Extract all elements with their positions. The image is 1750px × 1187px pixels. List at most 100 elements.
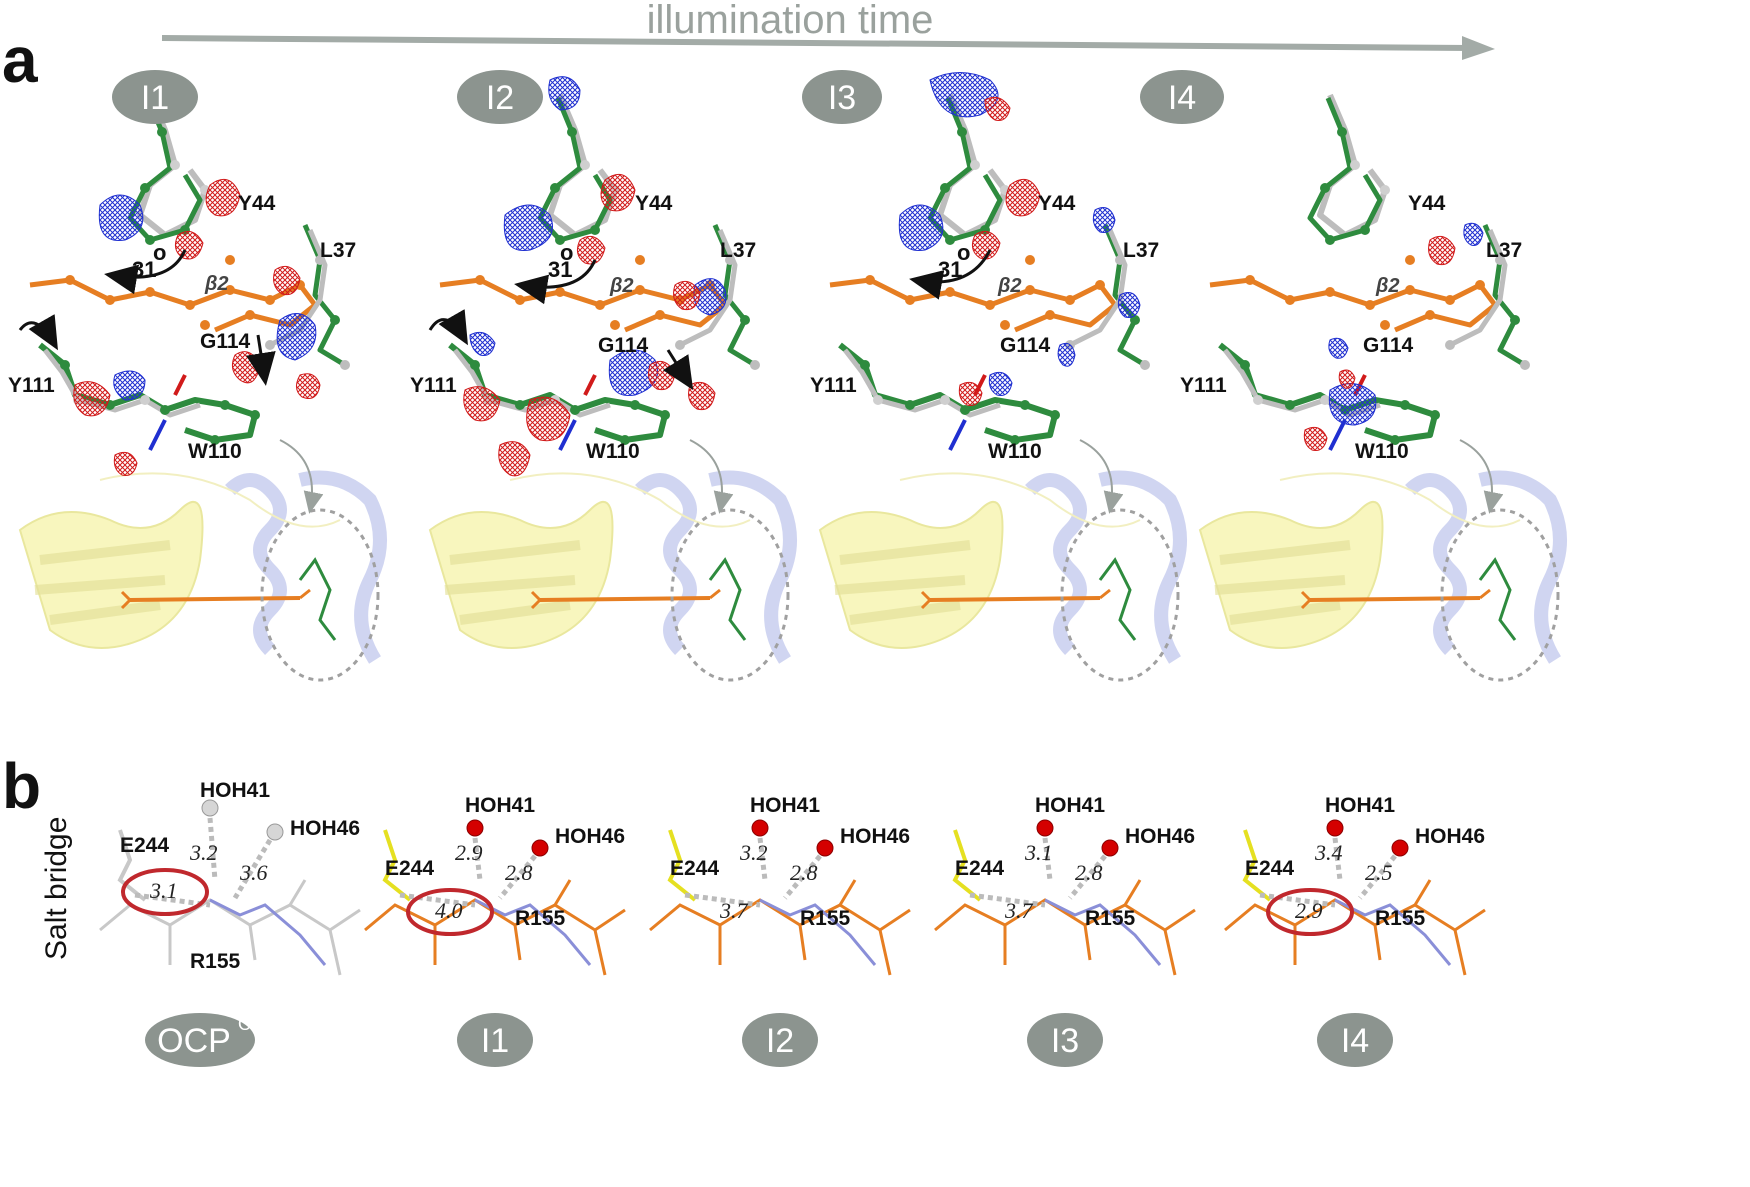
r155-label: R155 [190, 950, 241, 973]
residue-label-y111: Y111 [1180, 374, 1227, 397]
hoh46-label: HOH46 [1415, 825, 1485, 848]
state-pill-superscript: O [238, 1014, 252, 1034]
salt-bridge-highlight-circle [1266, 888, 1354, 936]
distance-salt-bridge: 2.9 [1295, 898, 1323, 923]
hoh41-label: HOH41 [1035, 794, 1105, 817]
e244-label: E244 [1245, 857, 1294, 880]
panel-b-letter: b [2, 750, 41, 822]
panel-a-column-i1: I1 Y44 L37 G114 Y111 W110 β2 31 o [8, 70, 380, 680]
distance-hoh46: 2.8 [505, 860, 533, 885]
degree-symbol: o [153, 240, 166, 265]
illumination-time-label: illumination time [647, 0, 934, 42]
degree-symbol: o [957, 240, 970, 265]
state-pill [457, 70, 543, 124]
distance-hoh41: 3.2 [739, 840, 768, 865]
residue-label-l37: L37 [1486, 239, 1522, 262]
distance-salt-bridge: 3.7 [1004, 898, 1034, 923]
hoh41-label: HOH41 [1325, 794, 1395, 817]
rotation-angle-label: 31 [938, 257, 962, 282]
state-pill [1317, 1013, 1393, 1067]
state-pill-label: I3 [1051, 1022, 1079, 1060]
residue-label-w110: W110 [188, 440, 242, 463]
state-pill-label: I4 [1341, 1022, 1369, 1060]
residue-label-g114: G114 [200, 330, 251, 353]
distance-hoh46: 2.8 [790, 860, 818, 885]
hoh46-label: HOH46 [555, 825, 625, 848]
panel-a-letter: a [2, 24, 38, 96]
residue-label-l37: L37 [320, 239, 356, 262]
residue-label-w110: W110 [988, 440, 1042, 463]
state-pill-label: I1 [141, 79, 169, 117]
distance-hoh46: 3.6 [239, 860, 268, 885]
residue-label-w110: W110 [586, 440, 640, 463]
r155-label: R155 [1085, 907, 1136, 930]
state-pill [742, 1013, 818, 1067]
residue-label-g114: G114 [1363, 334, 1414, 357]
state-pill [1027, 1013, 1103, 1067]
rotation-angle-label: 31 [132, 257, 156, 282]
hoh46-label: HOH46 [840, 825, 910, 848]
residue-label-y44: Y44 [1408, 192, 1446, 215]
distance-salt-bridge: 4.0 [435, 898, 463, 923]
panel-a-column-i2: I2 Y44 L37 G114 Y111 W110 β2 31 o [410, 70, 790, 680]
hoh46-label: HOH46 [290, 817, 360, 840]
state-pill [112, 70, 198, 124]
panel-a-column-i3: I3 Y44 L37 G114 Y111 W110 β2 31 o [802, 70, 1180, 680]
distance-salt-bridge: 3.1 [149, 878, 178, 903]
residue-label-g114: G114 [598, 334, 649, 357]
state-pill-label: I2 [486, 79, 514, 117]
e244-label: E244 [385, 857, 434, 880]
residue-label-y111: Y111 [810, 374, 857, 397]
residue-label-y44: Y44 [1038, 192, 1076, 215]
beta2-label: β2 [204, 273, 229, 295]
distance-hoh41: 2.9 [455, 840, 483, 865]
state-pill-label: I4 [1168, 79, 1196, 117]
panel-a-column-i4: I4 Y44 L37 G114 Y111 W110 β2 [1140, 70, 1560, 680]
r155-label: R155 [800, 907, 851, 930]
hoh46-label: HOH46 [1125, 825, 1195, 848]
distance-hoh46: 2.5 [1365, 860, 1393, 885]
state-pill [145, 1013, 255, 1067]
e244-label: E244 [670, 857, 719, 880]
beta2-label: β2 [997, 275, 1022, 297]
state-pill-label: I3 [828, 79, 856, 117]
degree-symbol: o [560, 240, 573, 265]
rotation-angle-label: 31 [548, 257, 572, 282]
distance-hoh41: 3.4 [1314, 840, 1343, 865]
state-pill [1140, 70, 1224, 124]
state-pill-label: I2 [766, 1022, 794, 1060]
state-pill-label: I1 [481, 1022, 509, 1060]
distance-hoh41: 3.2 [189, 840, 218, 865]
beta2-label: β2 [609, 275, 634, 297]
state-pill [457, 1013, 533, 1067]
residue-label-y44: Y44 [238, 192, 276, 215]
residue-label-l37: L37 [1123, 239, 1159, 262]
hoh41-label: HOH41 [465, 794, 535, 817]
distance-hoh46: 2.8 [1075, 860, 1103, 885]
residue-label-w110: W110 [1355, 440, 1409, 463]
beta2-label: β2 [1375, 275, 1400, 297]
state-pill [802, 70, 882, 124]
residue-label-g114: G114 [1000, 334, 1051, 357]
distance-hoh41: 3.1 [1024, 840, 1053, 865]
salt-bridge-axis-label: Salt bridge [40, 817, 73, 960]
illumination-time-arrow [161, 35, 1495, 60]
state-pill-label: OCP [157, 1022, 231, 1060]
residue-label-y44: Y44 [635, 192, 673, 215]
residue-label-l37: L37 [720, 239, 756, 262]
r155-label: R155 [1375, 907, 1426, 930]
salt-bridge-highlight-circle [121, 868, 209, 916]
e244-label: E244 [955, 857, 1004, 880]
hoh41-label: HOH41 [750, 794, 820, 817]
e244-label: E244 [120, 834, 169, 857]
salt-bridge-highlight-circle [406, 888, 494, 936]
residue-label-y111: Y111 [410, 374, 457, 397]
hoh41-label: HOH41 [200, 779, 270, 802]
